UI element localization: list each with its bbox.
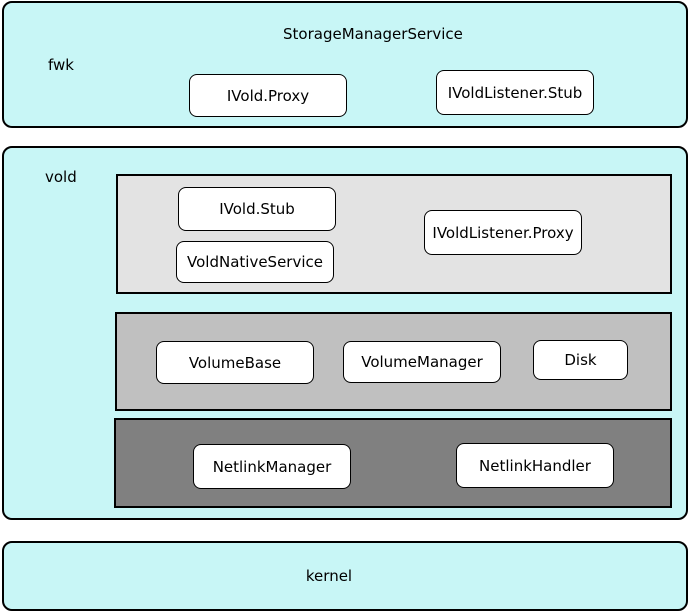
vold-label: vold xyxy=(45,168,77,186)
ivoldlistener-stub-box: IVoldListener.Stub xyxy=(436,70,594,115)
kernel-label: kernel xyxy=(305,567,353,585)
fwk-title: StorageManagerService xyxy=(283,25,463,43)
vold-layer: vold IVold.Stub VoldNativeService IVoldL… xyxy=(2,146,688,520)
volumemanager-box: VolumeManager xyxy=(343,341,501,383)
ivoldlistener-proxy-box: IVoldListener.Proxy xyxy=(424,210,582,255)
netlink-layer-panel: NetlinkManager NetlinkHandler xyxy=(114,418,672,508)
binder-layer-panel: IVold.Stub VoldNativeService IVoldListen… xyxy=(116,174,672,294)
volume-layer-panel: VolumeBase VolumeManager Disk xyxy=(115,312,672,411)
disk-box: Disk xyxy=(533,340,628,380)
volumebase-box: VolumeBase xyxy=(156,341,314,384)
netlinkhandler-box: NetlinkHandler xyxy=(456,443,614,488)
kernel-layer: kernel xyxy=(2,541,688,611)
ivold-proxy-box: IVold.Proxy xyxy=(189,74,347,117)
ivold-stub-box: IVold.Stub xyxy=(178,187,336,231)
fwk-layer: StorageManagerService fwk IVold.Proxy IV… xyxy=(2,1,688,128)
netlinkmanager-box: NetlinkManager xyxy=(193,444,351,489)
voldnativeservice-box: VoldNativeService xyxy=(176,241,334,283)
fwk-label: fwk xyxy=(48,56,74,74)
